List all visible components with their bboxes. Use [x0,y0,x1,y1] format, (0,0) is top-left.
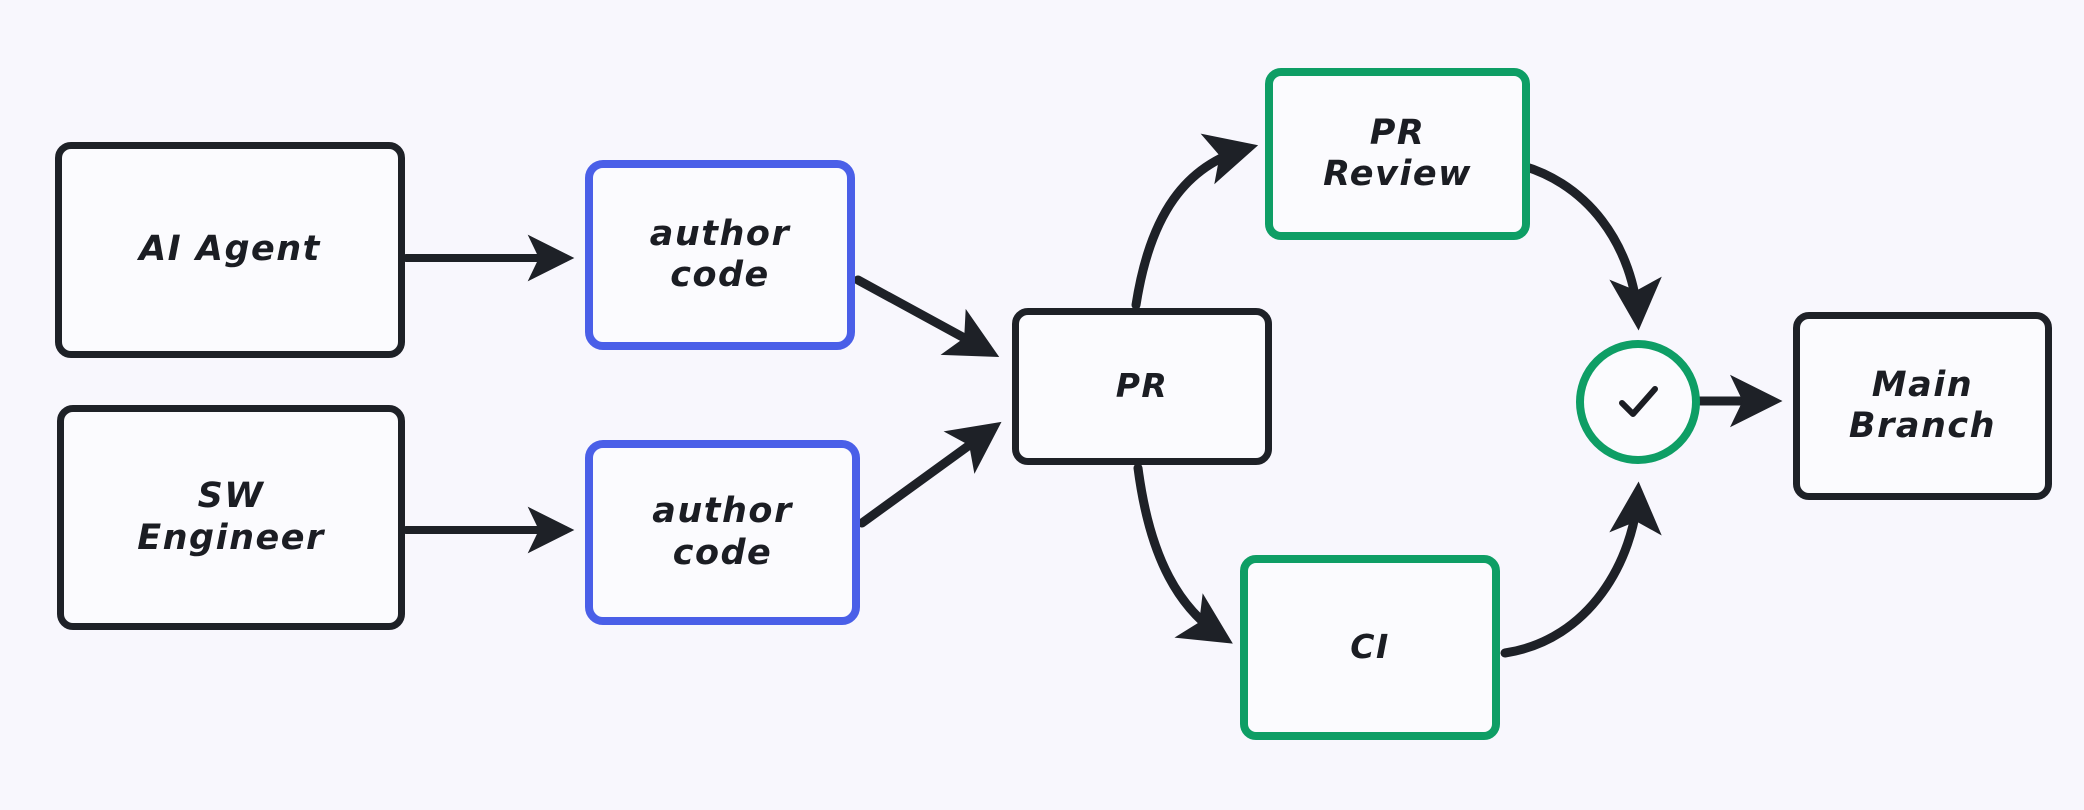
node-author-code-sw-engineer[interactable]: author code [585,440,860,625]
node-merge-check[interactable] [1576,340,1700,464]
edge-pr-to-ci [1133,463,1233,644]
node-pr[interactable]: PR [1012,308,1272,465]
node-ci[interactable]: CI [1240,555,1500,740]
node-sw-engineer[interactable]: SW Engineer [57,405,405,630]
node-ai-agent[interactable]: AI Agent [55,142,405,358]
node-ai-agent-label: AI Agent [139,229,321,270]
node-main-branch-label: Main Branch [1848,364,1997,446]
node-author-code-sw-engineer-label: author code [652,491,793,573]
node-pr-review-label: PR Review [1323,112,1472,194]
node-pr-review[interactable]: PR Review [1265,68,1530,240]
edge-author-code-top-to-pr [853,275,1000,358]
edge-pr-to-pr-review [1131,133,1259,310]
node-author-code-ai-agent-label: author code [649,213,791,295]
check-icon [1619,386,1658,417]
edge-ci-to-check [1500,481,1662,658]
node-author-code-ai-agent[interactable]: author code [585,160,855,350]
node-pr-label: PR [1115,366,1169,406]
node-sw-engineer-label: SW Engineer [137,476,325,558]
edge-author-code-bottom-to-pr [857,421,1002,528]
node-ci-label: CI [1350,627,1390,667]
node-main-branch[interactable]: Main Branch [1793,312,2052,500]
